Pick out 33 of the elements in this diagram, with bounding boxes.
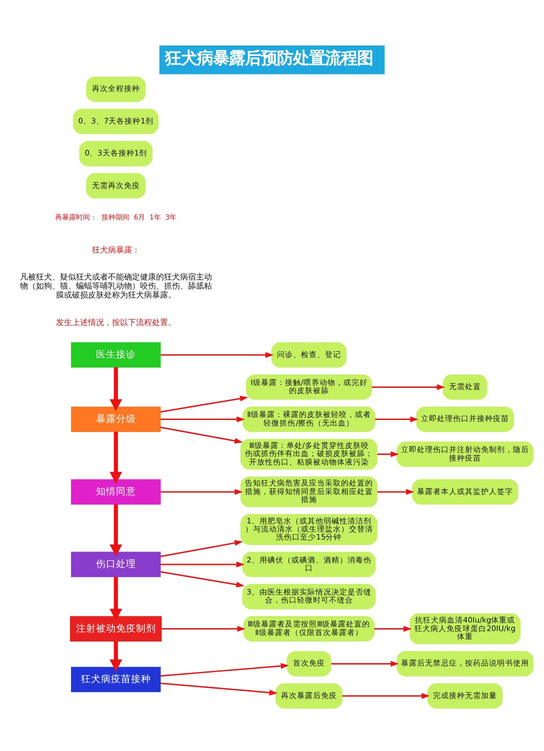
arrow	[375, 416, 418, 422]
arrow	[342, 693, 430, 699]
arrow	[160, 489, 243, 495]
arrow	[377, 451, 399, 458]
arrow	[110, 432, 122, 484]
node-box: 医生接诊	[71, 342, 161, 368]
arrow	[160, 682, 278, 696]
arrow	[377, 489, 414, 495]
arrow	[160, 352, 274, 358]
arrow	[110, 576, 122, 621]
arrow	[160, 562, 245, 568]
arrow	[110, 367, 122, 412]
label: 凡被狂犬、疑似狂犬或者不能确定健康的狂犬病宿主动物（如狗、猫、蝙蝠等哺乳动物）咬伤、抓伤、舔舐粘膜或破损皮肤处称为狂犬病暴露。	[20, 272, 212, 300]
node-box: 暴露分级	[71, 406, 161, 432]
arrow	[160, 396, 248, 413]
arrow	[160, 416, 245, 422]
arrow	[160, 426, 243, 444]
arrow	[160, 663, 290, 677]
arrow	[160, 540, 243, 558]
arrow	[160, 571, 245, 588]
arrow	[162, 626, 246, 632]
node-box: 注射被动免疫制剂	[70, 616, 162, 642]
label: 发生上述情况，按以下流程处置。	[56, 316, 176, 327]
arrow	[372, 384, 446, 390]
node-box: 狂犬病疫苗接种	[71, 666, 161, 692]
arrow	[331, 660, 399, 667]
node-box: 伤口处理	[71, 552, 161, 578]
arrow	[110, 641, 122, 672]
label: 狂犬病暴露：	[92, 244, 140, 254]
diagram-title: 狂犬病暴露后预防处置流程图	[165, 48, 374, 68]
node-box: 知情同意	[71, 479, 161, 505]
arrow	[374, 626, 412, 632]
arrow	[110, 504, 122, 556]
